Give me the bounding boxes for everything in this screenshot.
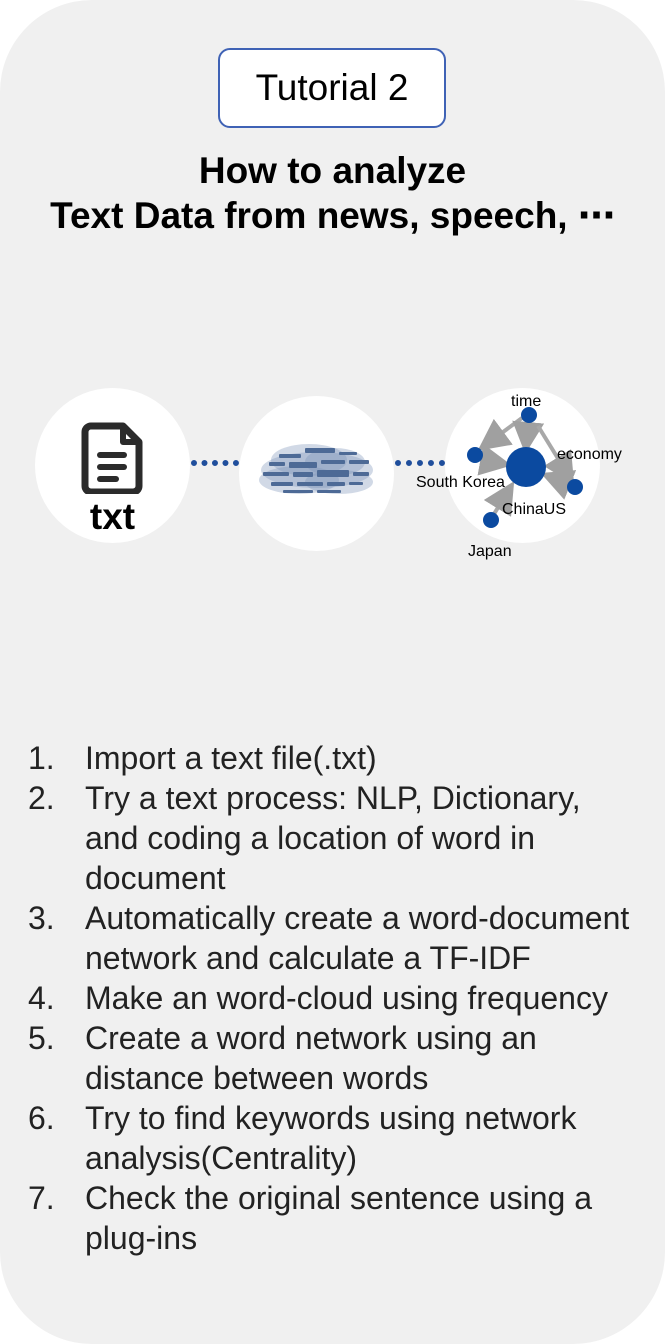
label-chinaus: ChinaUS: [502, 501, 566, 518]
label-japan: Japan: [468, 543, 512, 560]
node-japan: [483, 512, 499, 528]
step-number: 4.: [28, 980, 55, 1016]
list-item: 2. Try a text process: NLP, Dictionary, …: [0, 778, 665, 898]
edge-japan-center: [483, 481, 515, 517]
label-time: time: [511, 393, 541, 410]
step-text: Try to find keywords using network analy…: [85, 1100, 577, 1176]
title-line-2: Text Data from news, speech, ⋯: [50, 195, 615, 236]
title-line-1: How to analyze: [198, 150, 467, 191]
list-item: 4. Make an word-cloud using frequency: [0, 978, 665, 1018]
step-number: 6.: [28, 1100, 55, 1136]
file-type-label: txt: [89, 496, 136, 537]
node-time: [521, 407, 537, 423]
step-text: Check the original sentence using a plug…: [85, 1180, 592, 1256]
node-economy: [567, 479, 583, 495]
document-icon: [81, 422, 143, 494]
text-file-circle: [35, 388, 190, 543]
page-title: How to analyze Text Data from news, spee…: [0, 148, 665, 238]
step-number: 7.: [28, 1180, 55, 1216]
step-number: 1.: [28, 740, 55, 776]
word-network-graph: time economy South Korea ChinaUS Japan: [416, 393, 622, 560]
word-cloud-circle: [239, 396, 394, 551]
step-text: Try a text process: NLP, Dictionary, and…: [85, 780, 581, 896]
step-text: Make an word-cloud using frequency: [85, 980, 608, 1016]
list-item: 1. Import a text file(.txt): [0, 738, 665, 778]
node-center: [506, 447, 546, 487]
step-number: 5.: [28, 1020, 55, 1056]
list-item: 7. Check the original sentence using a p…: [0, 1178, 665, 1258]
step-text: Import a text file(.txt): [85, 740, 377, 776]
connector-1: [191, 460, 239, 466]
label-economy: economy: [557, 446, 622, 463]
edge-southkorea-center: [477, 443, 512, 476]
label-southkorea: South Korea: [416, 474, 505, 491]
step-number: 2.: [28, 780, 55, 816]
edge-time-southkorea: [477, 416, 524, 451]
edge-time-economy: [536, 424, 575, 485]
tutorial-badge: Tutorial 2: [218, 48, 446, 128]
edge-economy-center: [540, 470, 577, 500]
node-southkorea: [467, 447, 483, 463]
connector-2: [395, 460, 445, 466]
word-cloud-icon: [259, 444, 373, 494]
tutorial-badge-label: Tutorial 2: [255, 67, 409, 108]
list-item: 6. Try to find keywords using network an…: [0, 1098, 665, 1178]
steps-list: 1. Import a text file(.txt) 2. Try a tex…: [0, 738, 665, 1258]
list-item: 5. Create a word network using an distan…: [0, 1018, 665, 1098]
list-item: 3. Automatically create a word-document …: [0, 898, 665, 978]
step-text: Create a word network using an distance …: [85, 1020, 537, 1096]
step-text: Automatically create a word-document net…: [85, 900, 630, 976]
step-number: 3.: [28, 900, 55, 936]
edge-time-center: [512, 420, 545, 454]
